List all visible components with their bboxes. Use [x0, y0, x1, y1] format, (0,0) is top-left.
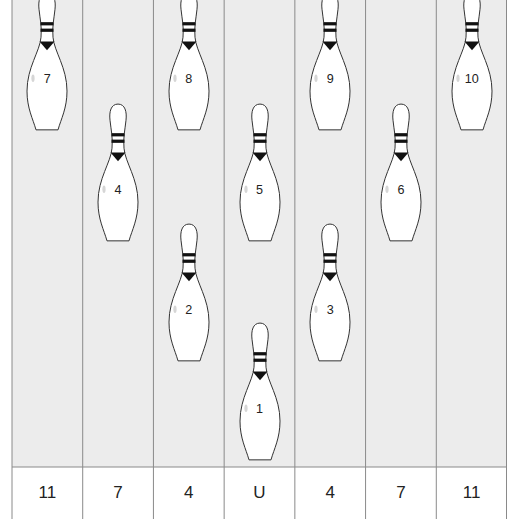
pin-body — [169, 0, 209, 130]
pin-stripe — [253, 352, 266, 355]
pin-number: 7 — [25, 71, 69, 87]
pin-highlight — [173, 74, 176, 82]
bowling-pin: 1 — [238, 322, 282, 462]
pin-outline — [238, 322, 282, 462]
pin-stripe — [41, 29, 54, 32]
pin-stripe — [182, 22, 195, 25]
pin-body — [310, 224, 350, 361]
bowling-pin: 2 — [167, 223, 211, 363]
bowling-pin: 5 — [238, 103, 282, 243]
pin-stripe — [182, 29, 195, 32]
pin-stripe — [324, 253, 337, 256]
pin-stripe — [324, 260, 337, 263]
pin-number: 1 — [238, 401, 282, 417]
column-line — [436, 0, 437, 519]
pin-body — [98, 104, 138, 241]
pin-number: 4 — [96, 182, 140, 198]
lane-ground — [12, 0, 507, 467]
pin-stripe — [324, 22, 337, 25]
pin-stripe — [112, 140, 125, 143]
bowling-pin: 4 — [96, 103, 140, 243]
row-line — [12, 467, 507, 468]
pin-number: 6 — [379, 182, 423, 198]
pin-outline — [450, 0, 494, 132]
pin-outline — [238, 103, 282, 243]
bowling-pin: 6 — [379, 103, 423, 243]
bowling-pin: 10 — [450, 0, 494, 132]
pin-triangle — [393, 153, 408, 162]
pin-stripe — [465, 29, 478, 32]
pin-highlight — [102, 185, 105, 193]
column-line — [294, 0, 295, 519]
pin-triangle — [252, 372, 267, 381]
pin-number: 10 — [450, 71, 494, 87]
bowling-pin: 7 — [25, 0, 69, 132]
column-line — [224, 0, 225, 519]
column-line — [82, 0, 83, 519]
bowling-pin: 8 — [167, 0, 211, 132]
bowling-pin: 9 — [308, 0, 352, 132]
pin-body — [240, 104, 280, 241]
pin-triangle — [252, 153, 267, 162]
pin-outline — [167, 223, 211, 363]
pin-outline — [308, 0, 352, 132]
table-cell: U — [225, 483, 295, 503]
column-line — [506, 0, 507, 519]
pin-triangle — [464, 42, 479, 51]
pin-outline — [308, 223, 352, 363]
table-cell: 11 — [437, 483, 507, 503]
pin-highlight — [244, 185, 247, 193]
pin-triangle — [323, 42, 338, 51]
pin-stripe — [182, 253, 195, 256]
pin-triangle — [323, 273, 338, 282]
pin-stripe — [465, 22, 478, 25]
pin-stripe — [394, 133, 407, 136]
pin-outline — [96, 103, 140, 243]
pin-stripe — [253, 133, 266, 136]
pin-outline — [25, 0, 69, 132]
pin-stripe — [41, 22, 54, 25]
pin-number: 9 — [308, 71, 352, 87]
pin-body — [27, 0, 67, 130]
pin-triangle — [181, 42, 196, 51]
pin-stripe — [324, 29, 337, 32]
pin-stripe — [253, 140, 266, 143]
pin-triangle — [40, 42, 55, 51]
pin-number: 8 — [167, 71, 211, 87]
pin-highlight — [456, 74, 459, 82]
table-cell: 11 — [12, 483, 82, 503]
table-cell: 4 — [295, 483, 365, 503]
pin-stripe — [394, 140, 407, 143]
pin-highlight — [315, 305, 318, 313]
column-line — [365, 0, 366, 519]
pin-body — [169, 224, 209, 361]
pin-number: 2 — [167, 302, 211, 318]
pin-number: 5 — [238, 182, 282, 198]
pin-outline — [167, 0, 211, 132]
pin-outline — [379, 103, 423, 243]
pin-triangle — [181, 273, 196, 282]
column-line — [12, 0, 13, 519]
pin-stripe — [182, 260, 195, 263]
pin-highlight — [244, 404, 247, 412]
pin-stripe — [112, 133, 125, 136]
table-cell: 7 — [366, 483, 436, 503]
pin-triangle — [111, 153, 126, 162]
column-line — [153, 0, 154, 519]
pin-highlight — [32, 74, 35, 82]
pin-body — [310, 0, 350, 130]
pin-body — [452, 0, 492, 130]
bowling-pin: 3 — [308, 223, 352, 363]
pin-stripe — [253, 359, 266, 362]
pin-body — [381, 104, 421, 241]
table-cell: 7 — [83, 483, 153, 503]
pin-highlight — [315, 74, 318, 82]
pin-body — [240, 323, 280, 460]
pin-number: 3 — [308, 302, 352, 318]
pin-highlight — [173, 305, 176, 313]
table-cell: 4 — [154, 483, 224, 503]
pin-highlight — [385, 185, 388, 193]
